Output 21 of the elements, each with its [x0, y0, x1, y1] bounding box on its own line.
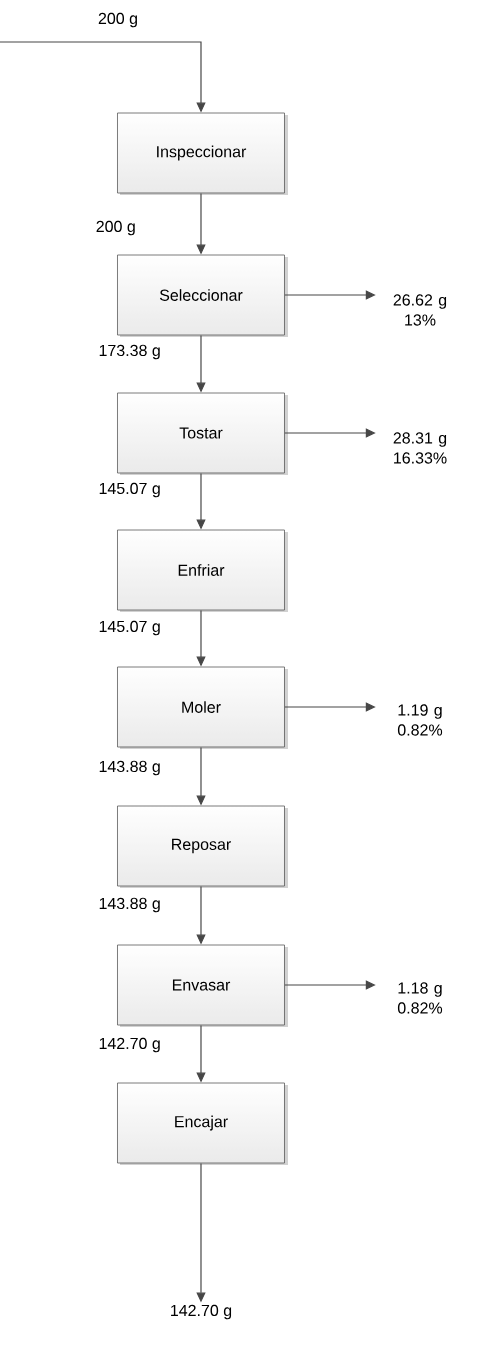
process-box: Moler — [117, 666, 288, 749]
loss-label: 1.19 g 0.82% — [397, 704, 443, 736]
edge-label: 200 g — [97, 11, 139, 29]
edge-label: 145.07 g — [97, 481, 162, 499]
process-box: Seleccionar — [117, 254, 288, 337]
edge-label: 173.38 g — [97, 343, 162, 361]
output-label: 142.70 g — [171, 1304, 232, 1320]
process-box: Reposar — [117, 805, 288, 888]
edge-label: 142.70 g — [97, 1036, 162, 1054]
process-box: Encajar — [117, 1082, 288, 1165]
edge-label: 200 g — [94, 219, 137, 237]
edge-label: 143.88 g — [97, 759, 162, 777]
loss-label: 1.18 g 0.82% — [397, 982, 443, 1014]
process-box: Inspeccionar — [117, 112, 288, 195]
edge-label: 143.88 g — [97, 896, 162, 914]
process-box: Enfriar — [117, 529, 288, 612]
process-box: Tostar — [117, 392, 288, 475]
loss-label: 26.62 g 13% — [393, 294, 447, 326]
edge-label: 145.07 g — [97, 619, 162, 637]
process-box: Envasar — [117, 944, 288, 1027]
loss-label: 28.31 g 16.33% — [393, 432, 447, 464]
